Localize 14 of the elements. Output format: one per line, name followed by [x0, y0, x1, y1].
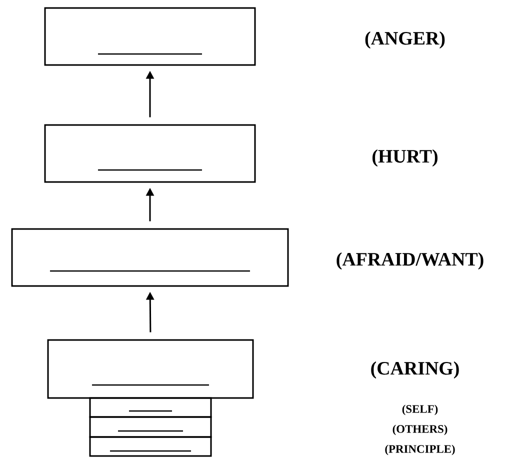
box — [44, 7, 256, 66]
label: (OTHERS) — [392, 424, 448, 436]
box — [44, 124, 256, 183]
label: (HURT) — [372, 149, 438, 167]
box — [89, 397, 212, 418]
label: (AFRAID/WANT) — [336, 252, 484, 270]
label: (PRINCIPLE) — [385, 444, 455, 456]
box — [89, 436, 212, 457]
label: (CARING) — [371, 361, 459, 379]
box — [11, 228, 289, 287]
box — [89, 416, 212, 438]
label: (SELF) — [402, 404, 438, 416]
label: (ANGER) — [365, 31, 445, 49]
box — [47, 339, 254, 399]
